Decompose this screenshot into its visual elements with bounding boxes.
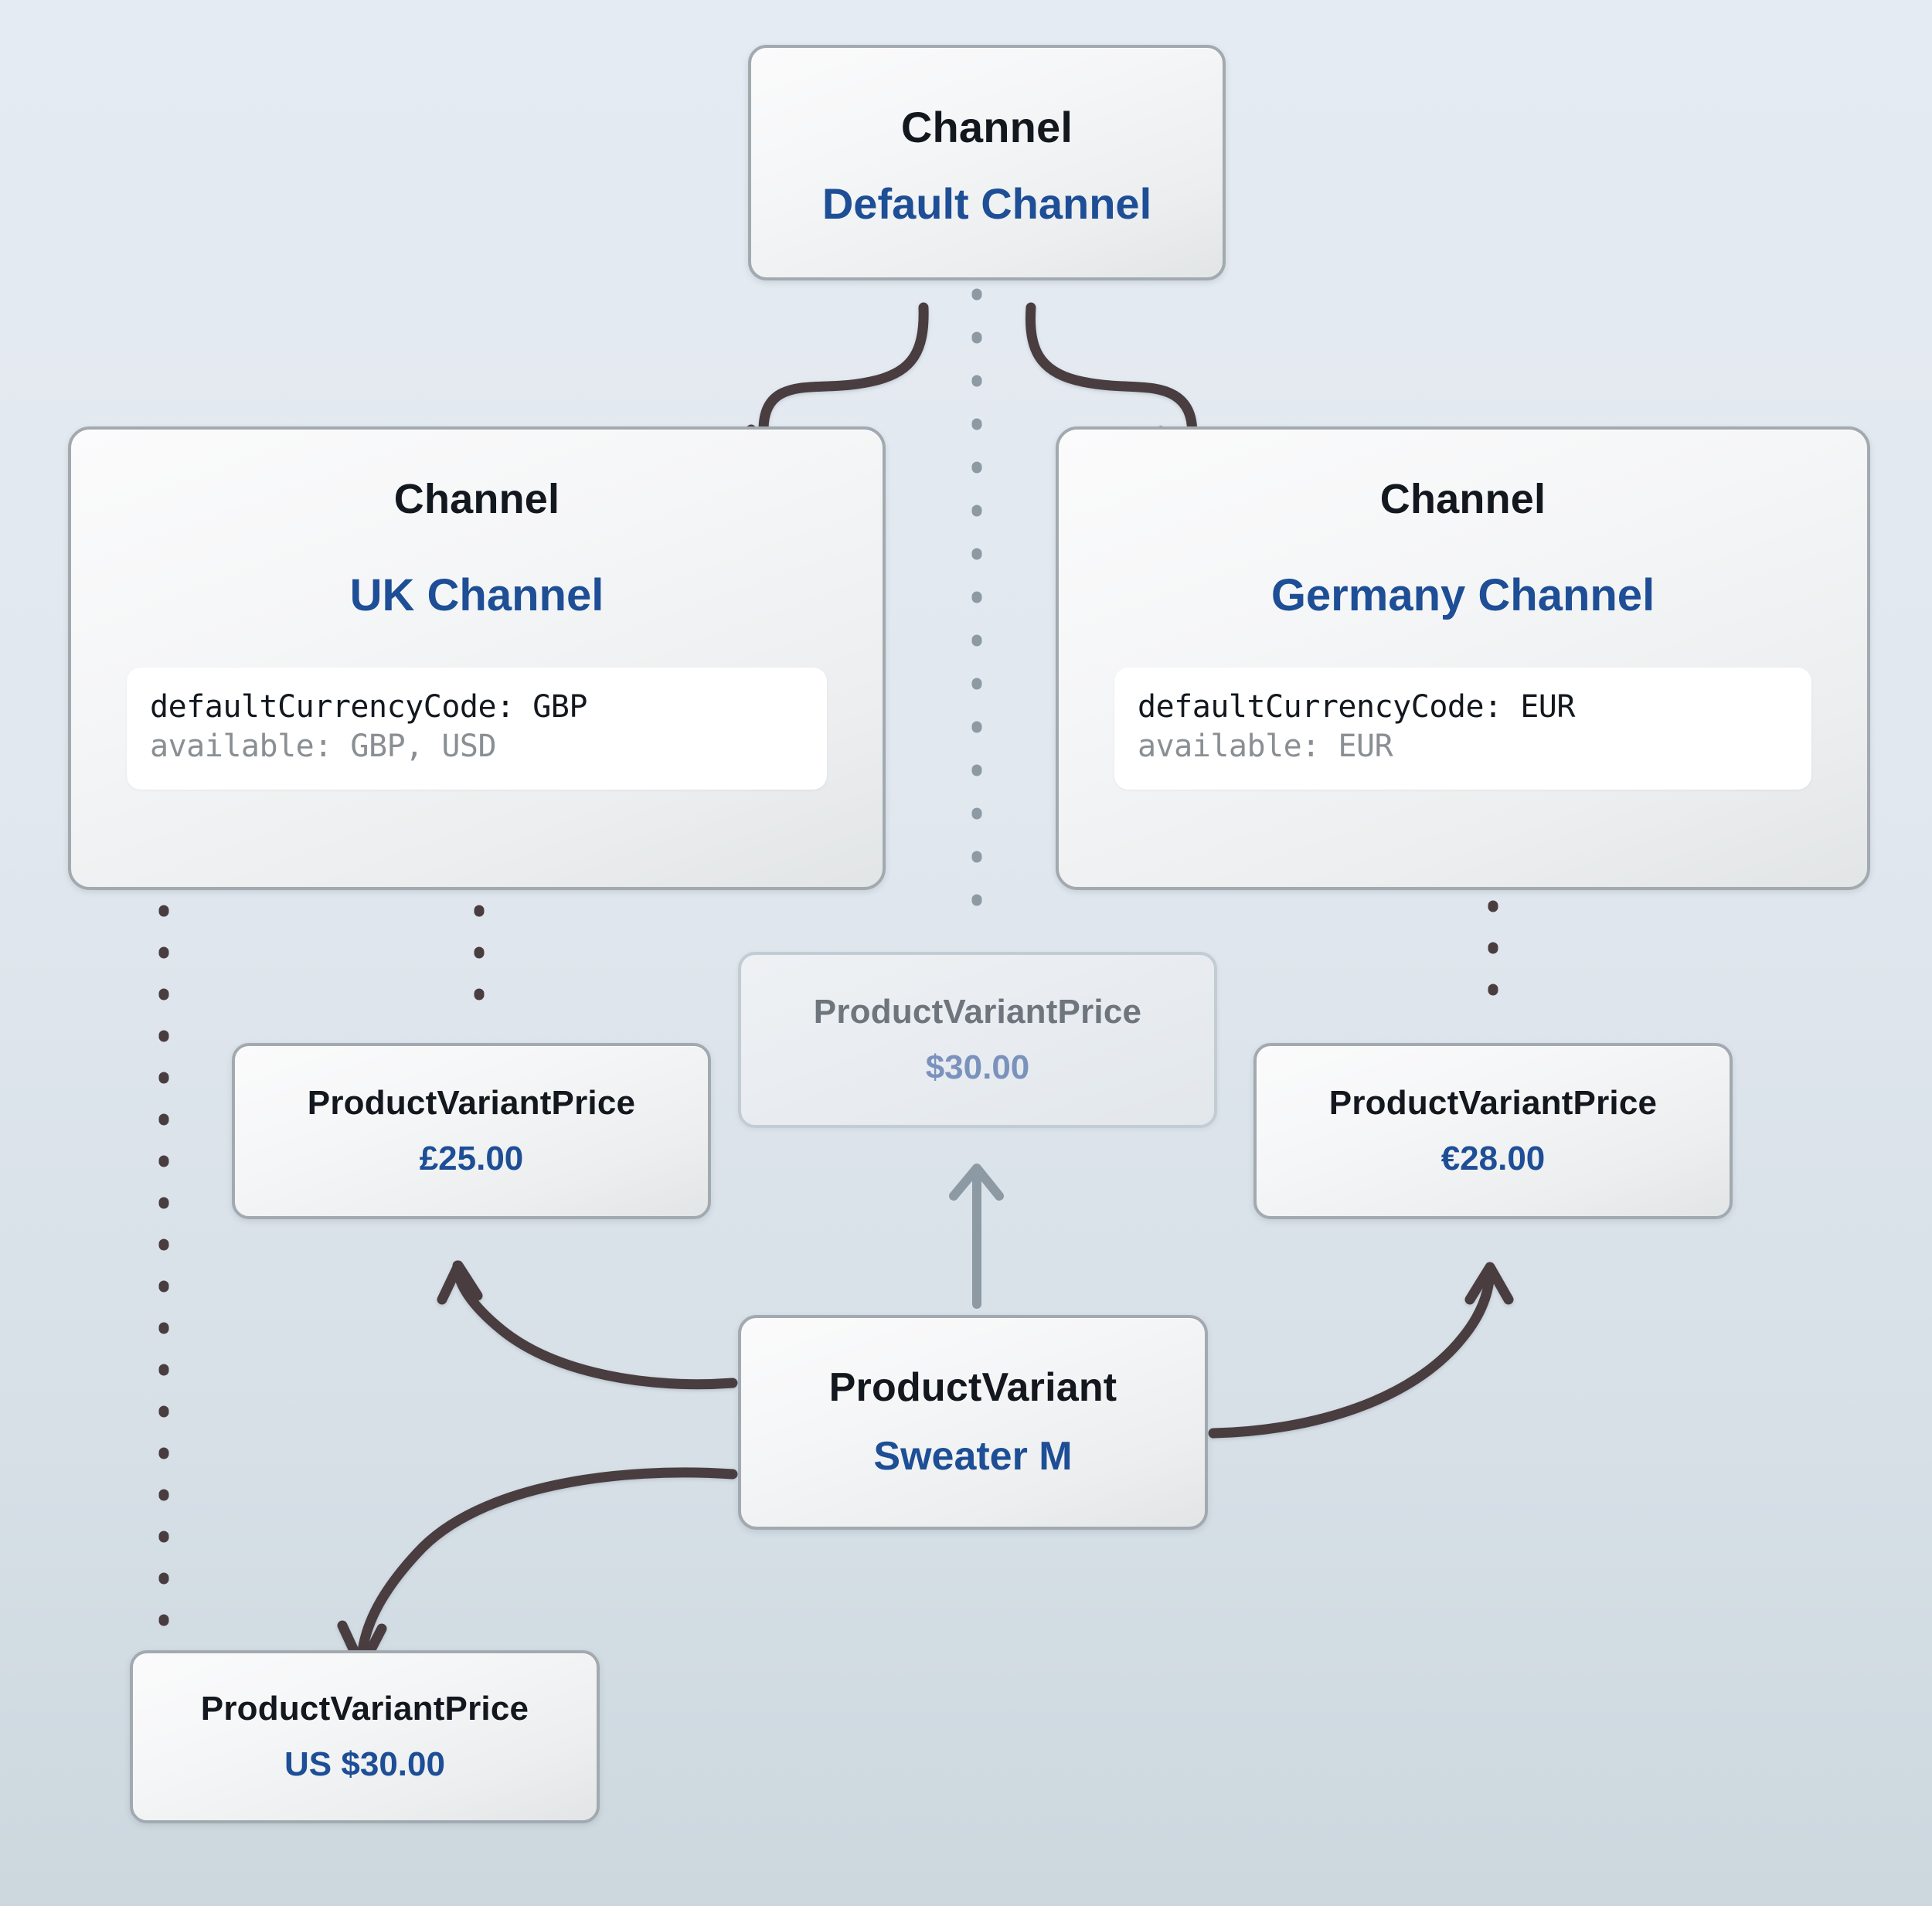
node-name-label: Sweater M [873,1434,1073,1479]
attr-default-currency-code: defaultCurrencyCode: EUR [1138,689,1575,725]
node-uk-channel[interactable]: Channel UK Channel defaultCurrencyCode: … [68,426,886,890]
node-type-label: Channel [900,102,1073,151]
germany-channel-attributes-panel: defaultCurrencyCode: EUR available: EUR [1114,668,1811,790]
node-name-label: Germany Channel [1270,569,1655,620]
node-type-label: ProductVariantPrice [1328,1083,1658,1122]
attr-default-currency-code: defaultCurrencyCode: GBP [150,689,587,725]
node-product-variant[interactable]: ProductVariant Sweater M [738,1315,1208,1530]
node-price-value: €28.00 [1440,1140,1546,1177]
node-name-label: Default Channel [821,178,1152,228]
node-type-label: Channel [393,476,560,522]
edge-variant-to-price-gbp [437,1260,738,1390]
node-type-label: ProductVariant [828,1365,1117,1411]
node-type-label: ProductVariantPrice [200,1689,529,1728]
node-type-label: Channel [1379,476,1546,522]
attr-available-currencies: available: EUR [1138,729,1393,765]
node-type-label: ProductVariantPrice [813,992,1142,1031]
edge-variant-to-price-eur [1208,1262,1514,1439]
node-price-value: US $30.00 [284,1745,445,1783]
node-price-value: £25.00 [419,1140,524,1177]
node-type-label: ProductVariantPrice [307,1083,636,1122]
uk-channel-attributes-panel: defaultCurrencyCode: GBP available: GBP,… [127,668,827,790]
edge-variant-to-price-us-dollar [337,1467,738,1673]
node-product-variant-price-us-dollar[interactable]: ProductVariantPrice US $30.00 [130,1650,600,1823]
edge-variant-to-price-usd [949,1164,1004,1309]
node-germany-channel[interactable]: Channel Germany Channel defaultCurrencyC… [1056,426,1870,890]
node-product-variant-price-eur[interactable]: ProductVariantPrice €28.00 [1253,1043,1733,1219]
node-name-label: UK Channel [349,569,604,620]
node-default-channel[interactable]: Channel Default Channel [748,45,1226,280]
node-product-variant-price-gbp[interactable]: ProductVariantPrice £25.00 [232,1043,711,1219]
node-product-variant-price-usd-default[interactable]: ProductVariantPrice $30.00 [738,952,1217,1128]
attr-available-currencies: available: GBP, USD [150,729,497,765]
node-price-value: $30.00 [925,1048,1030,1086]
